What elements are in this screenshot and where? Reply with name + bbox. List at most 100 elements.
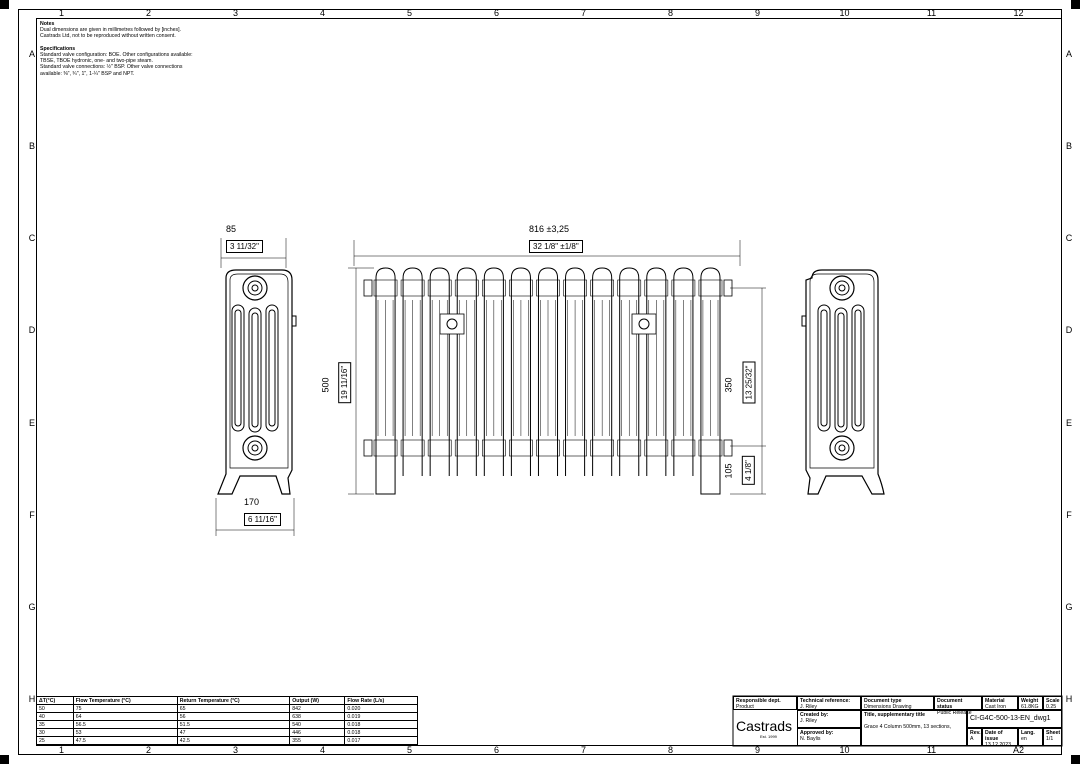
- notes-block: Notes Dual dimensions are given in milli…: [40, 21, 240, 77]
- grid-row-label: C: [28, 233, 36, 244]
- table-cell: 65: [176, 704, 291, 713]
- spec-line: Standard valve connections: ½" BSP. Othe…: [40, 64, 183, 71]
- radiator-section: [400, 267, 425, 476]
- grid-column-label: 9: [754, 8, 760, 18]
- front-view: [348, 240, 766, 495]
- radiator-section: [373, 267, 398, 495]
- grid-row-label: G: [28, 601, 36, 612]
- depth-dimension-in: 3 11/32": [226, 240, 263, 253]
- grid-row-label: A: [1065, 49, 1072, 60]
- corner-mark: [0, 0, 9, 9]
- radiator-section: [454, 267, 479, 476]
- width-dimension-mm: 816 ±3,25: [529, 224, 569, 234]
- grid-row-label: C: [1065, 233, 1073, 244]
- table-cell: 0.020: [344, 704, 418, 713]
- rev-cell: Rev.A: [967, 728, 982, 746]
- lang-cell: Lang.en: [1018, 728, 1043, 746]
- notes-title: Notes: [40, 21, 55, 27]
- table-cell: 53: [72, 728, 178, 737]
- radiator-section: [671, 267, 696, 476]
- table-cell: 50: [36, 704, 74, 713]
- grid-column-label: 2: [145, 8, 151, 18]
- created-by-cell: Created by:J. Riley: [797, 710, 861, 728]
- grid-column-label: 9: [754, 745, 760, 755]
- grid-column-label: 6: [493, 8, 499, 18]
- side-view-right: [801, 269, 885, 495]
- responsible-dept-cell: Responsible dept.Product: [733, 696, 797, 710]
- table-cell: 75: [72, 704, 178, 713]
- table-cell: 540: [289, 720, 346, 729]
- table-cell: 0.019: [344, 712, 418, 721]
- grid-column-label: 6: [493, 745, 499, 755]
- width-dimension-in: 32 1/8" ±1/8": [529, 240, 583, 253]
- table-cell: 51.5: [176, 720, 291, 729]
- side-view-left: [215, 238, 297, 536]
- grid-row-label: B: [1065, 141, 1072, 152]
- grid-column-label: 7: [580, 8, 586, 18]
- grid-row-label: E: [1065, 417, 1072, 428]
- grid-row-label: B: [28, 141, 35, 152]
- grid-row-label: F: [29, 509, 35, 520]
- approved-by-cell: Approved by:N. Baylis: [797, 728, 861, 746]
- radiator-section: [644, 267, 669, 476]
- foot-dimension-mm: 170: [244, 497, 260, 507]
- radiator-section: [563, 267, 587, 476]
- foot-dimension-in: 6 11/16": [244, 513, 281, 526]
- table-header-cell: Output (W): [289, 696, 346, 705]
- table-header-row: ΔT(°C)Flow Temperature (°C)Return Temper…: [36, 696, 418, 705]
- table-header-cell: Flow Rate (L/s): [344, 696, 418, 705]
- castrads-logo: Castrads: [736, 718, 793, 734]
- table-cell: 355: [289, 736, 346, 745]
- spec-line: TBSE, TBOE hydronic, one- and two-pipe s…: [40, 58, 153, 65]
- table-cell: 0.017: [344, 736, 418, 745]
- grid-row-label: H: [1065, 693, 1073, 704]
- grid-column-label: 7: [580, 745, 586, 755]
- table-cell: 30: [36, 728, 74, 737]
- table-cell: 0.018: [344, 728, 418, 737]
- grid-column-label: 12: [1013, 8, 1024, 18]
- table-cell: 40: [36, 712, 74, 721]
- grid-column-label: 8: [667, 745, 673, 755]
- grid-column-label: 10: [839, 745, 850, 755]
- table-cell: 842: [289, 704, 346, 713]
- table-header-cell: Return Temperature (°C): [176, 696, 291, 705]
- grid-column-label: 1: [58, 8, 64, 18]
- corner-mark: [0, 755, 9, 764]
- grid-row-label: D: [1065, 325, 1073, 336]
- depth-dimension-mm: 85: [226, 224, 237, 234]
- grid-column-label: 10: [839, 8, 850, 18]
- table-cell: 56: [176, 712, 291, 721]
- spec-title: Specifications: [40, 45, 76, 52]
- radiator-section: [509, 267, 533, 476]
- grid-row-label: H: [28, 693, 36, 704]
- corner-mark: [1071, 0, 1080, 9]
- grid-column-label: 3: [232, 745, 238, 755]
- performance-table: ΔT(°C)Flow Temperature (°C)Return Temper…: [36, 696, 418, 745]
- table-header-cell: Flow Temperature (°C): [72, 696, 178, 705]
- logo-est: Est. 1999: [760, 734, 777, 739]
- grid-column-label: 5: [406, 745, 412, 755]
- height-dimension-in: 19 11/16": [338, 361, 352, 404]
- spec-line: Standard valve configuration: BOE. Other…: [40, 52, 193, 59]
- radiator-section: [698, 267, 723, 495]
- grid-column-label: 8: [667, 8, 673, 18]
- radiator-section: [482, 267, 506, 476]
- centres-dimension-mm: 350: [723, 377, 734, 393]
- table-cell: 638: [289, 712, 346, 721]
- notes-line: Castrads Ltd, not to be reproduced witho…: [40, 33, 176, 40]
- grid-row-label: G: [1065, 601, 1073, 612]
- floor-dimension-mm: 105: [723, 463, 734, 479]
- table-header-cell: ΔT(°C): [36, 696, 74, 705]
- table-cell: 0.018: [344, 720, 418, 729]
- document-number: CI-G4C-500-13-EN_dwg1: [967, 710, 1062, 728]
